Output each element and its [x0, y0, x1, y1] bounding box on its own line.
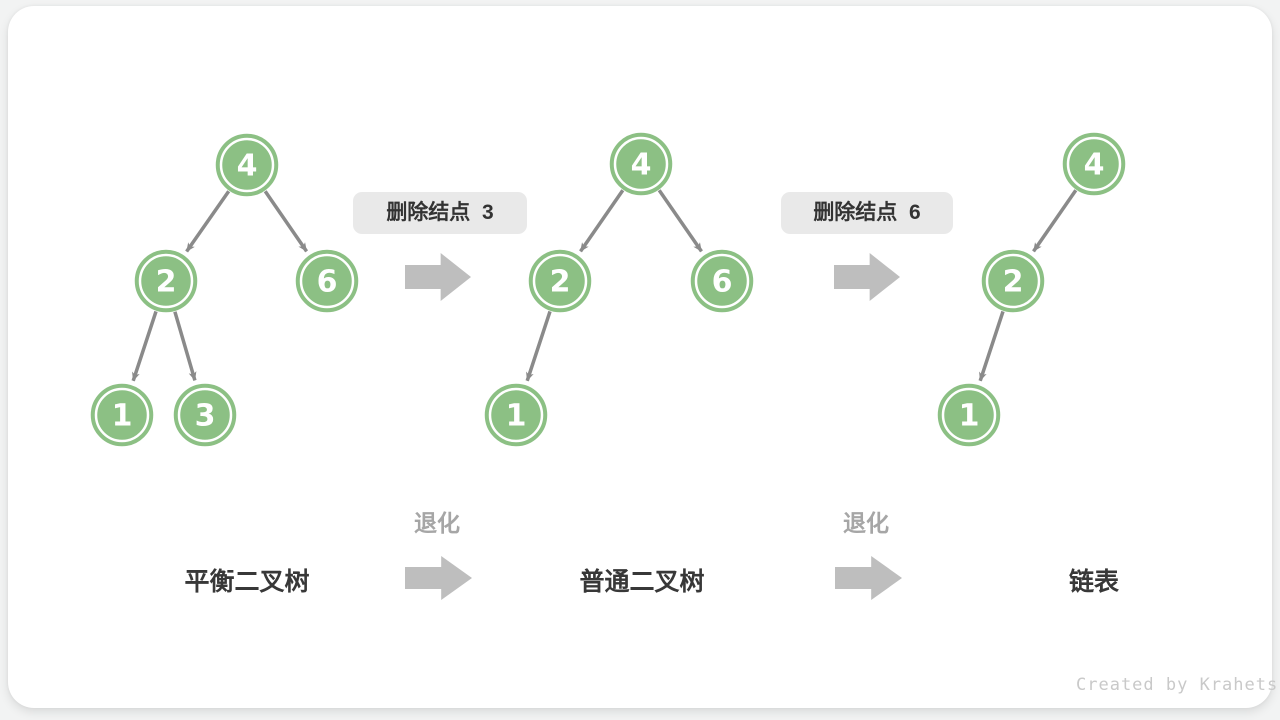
tree-ordinary: 4 2 6 1 — [484, 132, 754, 447]
tree-node: 2 — [528, 249, 592, 313]
edge-2-1 — [525, 310, 552, 382]
node-value: 6 — [712, 265, 733, 300]
edge-2-3 — [173, 311, 197, 381]
tree-title-ordinary: 普通二叉树 — [579, 568, 705, 596]
node-value: 1 — [506, 399, 527, 434]
edge-4-2 — [185, 190, 231, 253]
tree-node: 1 — [90, 383, 154, 447]
node-value: 6 — [317, 265, 338, 300]
node-value: 2 — [156, 265, 177, 300]
node-value: 4 — [1084, 148, 1105, 183]
operation-label-delete-3: 删除结点 3 — [353, 192, 527, 234]
edge-2-1 — [131, 310, 158, 382]
node-value: 1 — [959, 399, 980, 434]
tree-node: 6 — [690, 249, 754, 313]
tree-node: 3 — [173, 383, 237, 447]
canvas-card — [8, 6, 1272, 708]
tree-node: 4 — [1062, 132, 1126, 196]
node-value: 1 — [112, 399, 133, 434]
watermark: Created by Krahets — [1076, 675, 1279, 695]
operation-label-delete-6: 删除结点 6 — [781, 192, 953, 234]
tree-node: 1 — [937, 383, 1001, 447]
edge-4-6 — [263, 190, 309, 253]
node-value: 2 — [1003, 265, 1024, 300]
tree-linked-list: 4 2 1 — [937, 132, 1126, 447]
tree-node: 2 — [981, 249, 1045, 313]
tree-node: 6 — [295, 249, 359, 313]
tree-balanced: 4 2 6 1 3 — [90, 133, 359, 447]
node-value: 4 — [237, 149, 258, 184]
tree-node: 4 — [609, 132, 673, 196]
edge-4-2 — [1032, 189, 1078, 253]
edge-4-6 — [657, 189, 703, 253]
node-value: 3 — [195, 399, 216, 434]
degrade-label: 退化 — [414, 510, 460, 536]
edge-2-1 — [978, 310, 1005, 382]
edge-4-2 — [579, 189, 625, 253]
degrade-label: 退化 — [843, 510, 889, 536]
node-value: 2 — [550, 265, 571, 300]
tree-node: 2 — [134, 249, 198, 313]
tree-node: 1 — [484, 383, 548, 447]
tree-title-linked-list: 链表 — [1068, 568, 1119, 596]
tree-node: 4 — [215, 133, 279, 197]
node-value: 4 — [631, 148, 652, 183]
tree-title-balanced: 平衡二叉树 — [184, 568, 310, 596]
